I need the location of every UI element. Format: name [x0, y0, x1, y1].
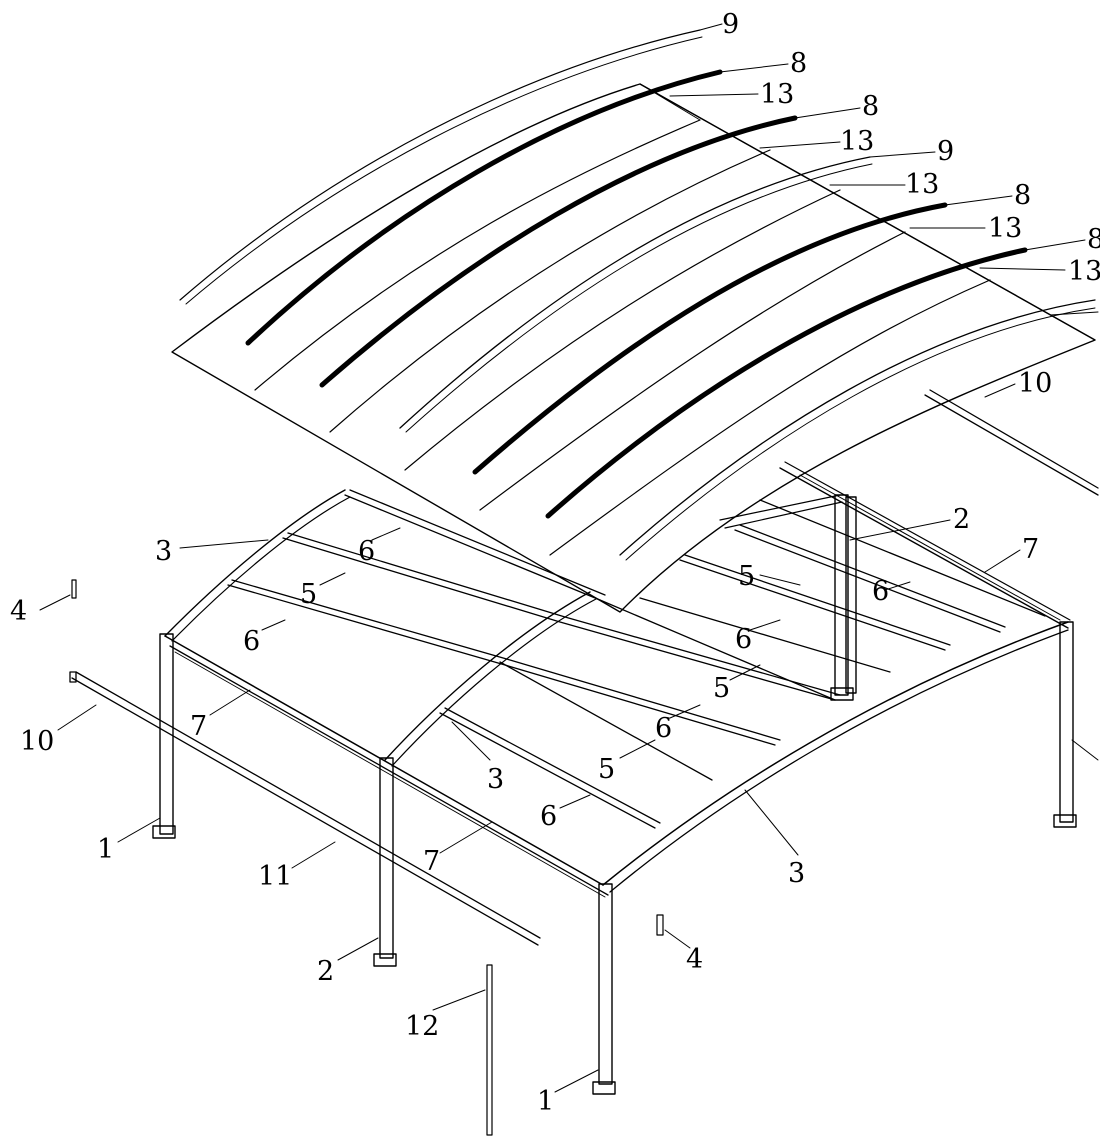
column-rear-middle — [830, 494, 857, 701]
label-7: 7 — [190, 711, 207, 742]
label-13: 13 — [988, 213, 1022, 244]
label-9: 9 — [722, 9, 739, 40]
label-2: 2 — [317, 956, 334, 987]
post-12 — [486, 964, 493, 1136]
label-8: 8 — [862, 91, 879, 122]
column-rear-right — [1053, 621, 1077, 828]
roof-panel — [171, 83, 1096, 613]
beam-10-left — [69, 671, 541, 946]
label-6: 6 — [358, 536, 375, 567]
label-9: 9 — [937, 136, 954, 167]
label-3: 3 — [155, 536, 172, 567]
label-10: 10 — [20, 726, 54, 757]
label-10: 10 — [1018, 368, 1052, 399]
label-6: 6 — [735, 624, 752, 655]
part-4-left — [71, 579, 77, 599]
label-4: 4 — [686, 944, 703, 975]
label-6: 6 — [243, 626, 260, 657]
rail-9-left — [179, 29, 703, 305]
label-13: 13 — [760, 79, 794, 110]
rail-8-b — [319, 115, 798, 388]
label-5: 5 — [300, 579, 317, 610]
label-11: 11 — [258, 861, 292, 892]
arch-front — [602, 621, 1069, 893]
rail-8-d — [545, 247, 1028, 519]
label-6: 6 — [540, 801, 557, 832]
label-13: 13 — [1068, 256, 1100, 287]
rail-9-right — [619, 299, 1096, 561]
label-1: 1 — [97, 834, 114, 865]
label-8: 8 — [1087, 224, 1100, 255]
front-side-beam — [164, 635, 609, 898]
label-12: 12 — [405, 1011, 439, 1042]
label-13: 13 — [905, 169, 939, 200]
label-6: 6 — [655, 713, 672, 744]
part-4-right — [656, 914, 664, 936]
column-middle — [373, 757, 397, 967]
part-labels: 9 8 13 8 13 9 13 8 13 8 13 10 2 7 3 6 5 … — [10, 9, 1100, 1117]
leaders-frame — [39, 383, 1099, 1093]
rail-8-c — [472, 202, 948, 475]
column-front-right — [592, 883, 616, 1095]
column-front-left — [152, 633, 176, 839]
label-3: 3 — [788, 858, 805, 889]
label-3: 3 — [487, 764, 504, 795]
rear-brace — [719, 494, 843, 529]
beam-10-right — [924, 389, 1099, 496]
rail-8-a — [245, 69, 723, 346]
label-8: 8 — [1014, 180, 1031, 211]
label-7: 7 — [423, 846, 440, 877]
label-13: 13 — [840, 126, 874, 157]
label-4: 4 — [10, 596, 27, 627]
leaders-top — [669, 23, 1099, 316]
label-1: 1 — [537, 1086, 554, 1117]
arch-middle — [384, 591, 597, 767]
label-2: 2 — [953, 504, 970, 535]
purlins — [227, 489, 1046, 829]
label-5: 5 — [713, 673, 730, 704]
rail-9-mid — [399, 156, 873, 433]
label-6: 6 — [872, 576, 889, 607]
label-7: 7 — [1022, 534, 1039, 565]
arch-left — [164, 489, 351, 642]
label-8: 8 — [790, 48, 807, 79]
label-5: 5 — [738, 561, 755, 592]
rear-side-beam — [779, 461, 1071, 629]
label-5: 5 — [598, 754, 615, 785]
